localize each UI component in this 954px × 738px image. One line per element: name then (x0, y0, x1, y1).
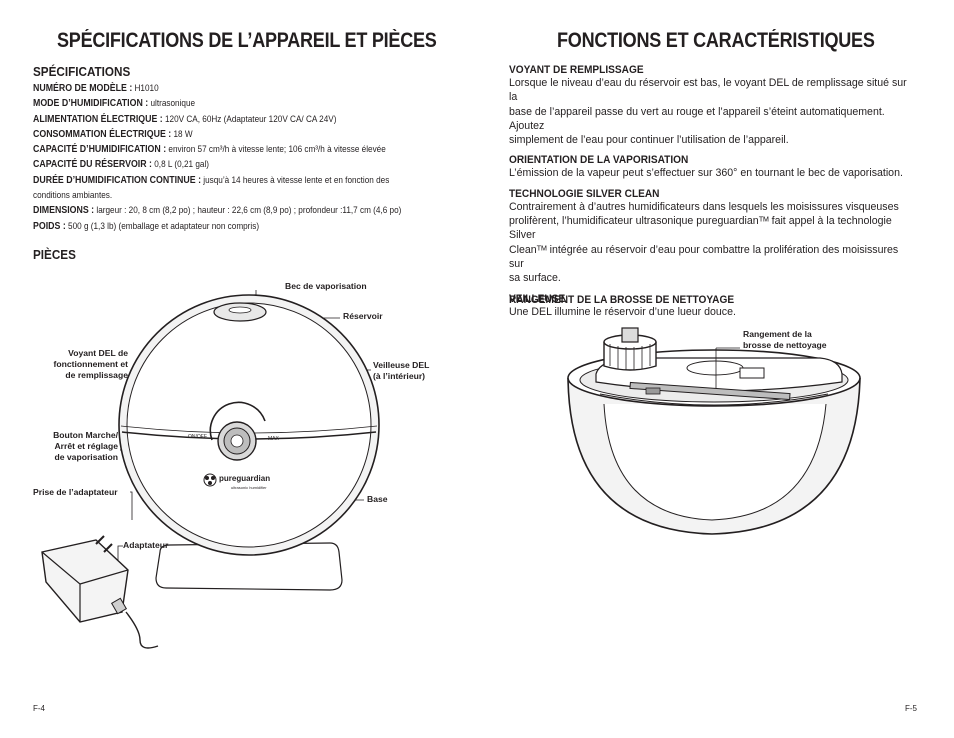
feature-line: Lorsque le niveau d’eau du réservoir est… (509, 77, 907, 104)
bowl-inner (603, 403, 827, 521)
dial-center (230, 434, 244, 448)
spec-row: DURÉE D’HUMIDIFICATION CONTINUE : jusqu’… (33, 174, 390, 186)
spec-row: CAPACITÉ D’HUMIDIFICATION : environ 57 c… (33, 144, 386, 156)
page-number-right: F-5 (905, 704, 917, 713)
adapter-cable (125, 611, 159, 649)
adapter-prong-2 (103, 543, 113, 553)
feature-section: VEILLEUSE Une DEL illumine le réservoir … (509, 293, 909, 319)
feature-line: sa surface. (509, 272, 561, 285)
feature-heading: ORIENTATION DE LA VAPORISATION (509, 154, 689, 167)
feature-line: Une DEL illumine le réservoir d’une lueu… (509, 305, 736, 318)
brush-slot (629, 381, 791, 401)
feature-line: base de l’appareil passe du vert au roug… (509, 105, 885, 132)
feature-section: ORIENTATION DE LA VAPORISATION L’émissio… (509, 154, 909, 180)
feature-line: Cleanᵀᴹ intégrée au réservoir d’eau pour… (509, 243, 899, 270)
adapter-body (41, 539, 129, 623)
fill-window (686, 360, 744, 376)
feature-heading: VEILLEUSE (509, 292, 566, 305)
spec-row: POIDS : 500 g (1,3 lb) (emballage et ada… (33, 220, 260, 232)
spec-row: CONSOMMATION ÉLECTRIQUE : 18 W (33, 128, 193, 140)
adapter-cable-strain (110, 597, 128, 615)
leader-line-prise (130, 491, 133, 520)
left-page-title: SPÉCIFICATIONS DE L’APPAREIL ET PIÈCES (57, 29, 437, 52)
brush-handle (645, 387, 661, 395)
dial-arc (209, 401, 266, 441)
right-page-title: FONCTIONS ET CARACTÉRISTIQUES (557, 29, 875, 52)
spec-row: CAPACITÉ DU RÉSERVOIR : 0,8 L (0,21 gal) (33, 159, 209, 171)
feature-section: VOYANT DE REMPLISSAGE Lorsque le niveau … (509, 64, 909, 147)
spec-row: NUMÉRO DE MODÈLE : H1010 (33, 83, 159, 94)
brand-tagline: ultrasonic humidifier (231, 485, 267, 490)
cap-nub (621, 327, 639, 343)
cap-body (603, 342, 657, 371)
label-bec: Bec de vaporisation (285, 281, 367, 291)
stand-base (155, 542, 343, 591)
parts-heading: PIÈCES (33, 247, 76, 262)
label-adaptateur: Adaptateur (123, 540, 169, 550)
rim-band (599, 393, 829, 406)
label-prise: Prise de l’adaptateur (33, 487, 118, 497)
brush-storage-illustration (567, 327, 861, 535)
feature-line: simplement de l’eau pour continuer l’uti… (509, 134, 789, 147)
feature-heading: TECHNOLOGIE SILVER CLEAN (509, 187, 660, 200)
sphere-inner (126, 302, 372, 548)
spec-row: conditions ambiantes. (33, 190, 113, 201)
dial-label-left: ON/OFF (188, 434, 207, 440)
spec-row: DIMENSIONS : largeur : 20, 8 cm (8,2 po)… (33, 205, 402, 217)
spec-row: ALIMENTATION ÉLECTRIQUE : 120V CA, 60Hz … (33, 113, 337, 125)
specs-heading: SPÉCIFICATIONS (33, 64, 131, 79)
label-base: Base (367, 494, 388, 504)
specs-list: NUMÉRO DE MODÈLE : H1010 MODE D’HUMIDIFI… (33, 81, 401, 234)
feature-section: TECHNOLOGIE SILVER CLEAN Contrairement à… (509, 188, 909, 286)
feature-line: prolifèrent, l’humidificateur ultrasoniq… (509, 215, 892, 242)
small-lid (739, 367, 765, 379)
label-reservoir: Réservoir (343, 311, 383, 321)
humidifier-illustration (41, 290, 380, 649)
spec-row: MODE D’HUMIDIFICATION : ultrasonique (33, 98, 196, 110)
adapter-prong-1 (95, 535, 105, 545)
storage-heading: RANGEMENT DE LA BROSSE DE NETTOYAGE (509, 294, 735, 306)
feature-heading: VOYANT DE REMPLISSAGE (509, 64, 644, 76)
brand-name: pureguardian (219, 474, 271, 483)
feature-line: Contrairement à d’autres humidificateurs… (509, 200, 899, 213)
page-number-left: F-4 (33, 704, 45, 713)
features-list: VOYANT DE REMPLISSAGE Lorsque le niveau … (509, 64, 909, 319)
feature-line: L’émission de la vapeur peut s’effectuer… (509, 167, 903, 180)
label-veilleuse: Veilleuse DEL(à l’intérieur) (373, 360, 430, 381)
nozzle-opening (228, 306, 252, 314)
dial-label-right: MAX (268, 436, 279, 442)
adapter-edge-2 (79, 569, 129, 585)
